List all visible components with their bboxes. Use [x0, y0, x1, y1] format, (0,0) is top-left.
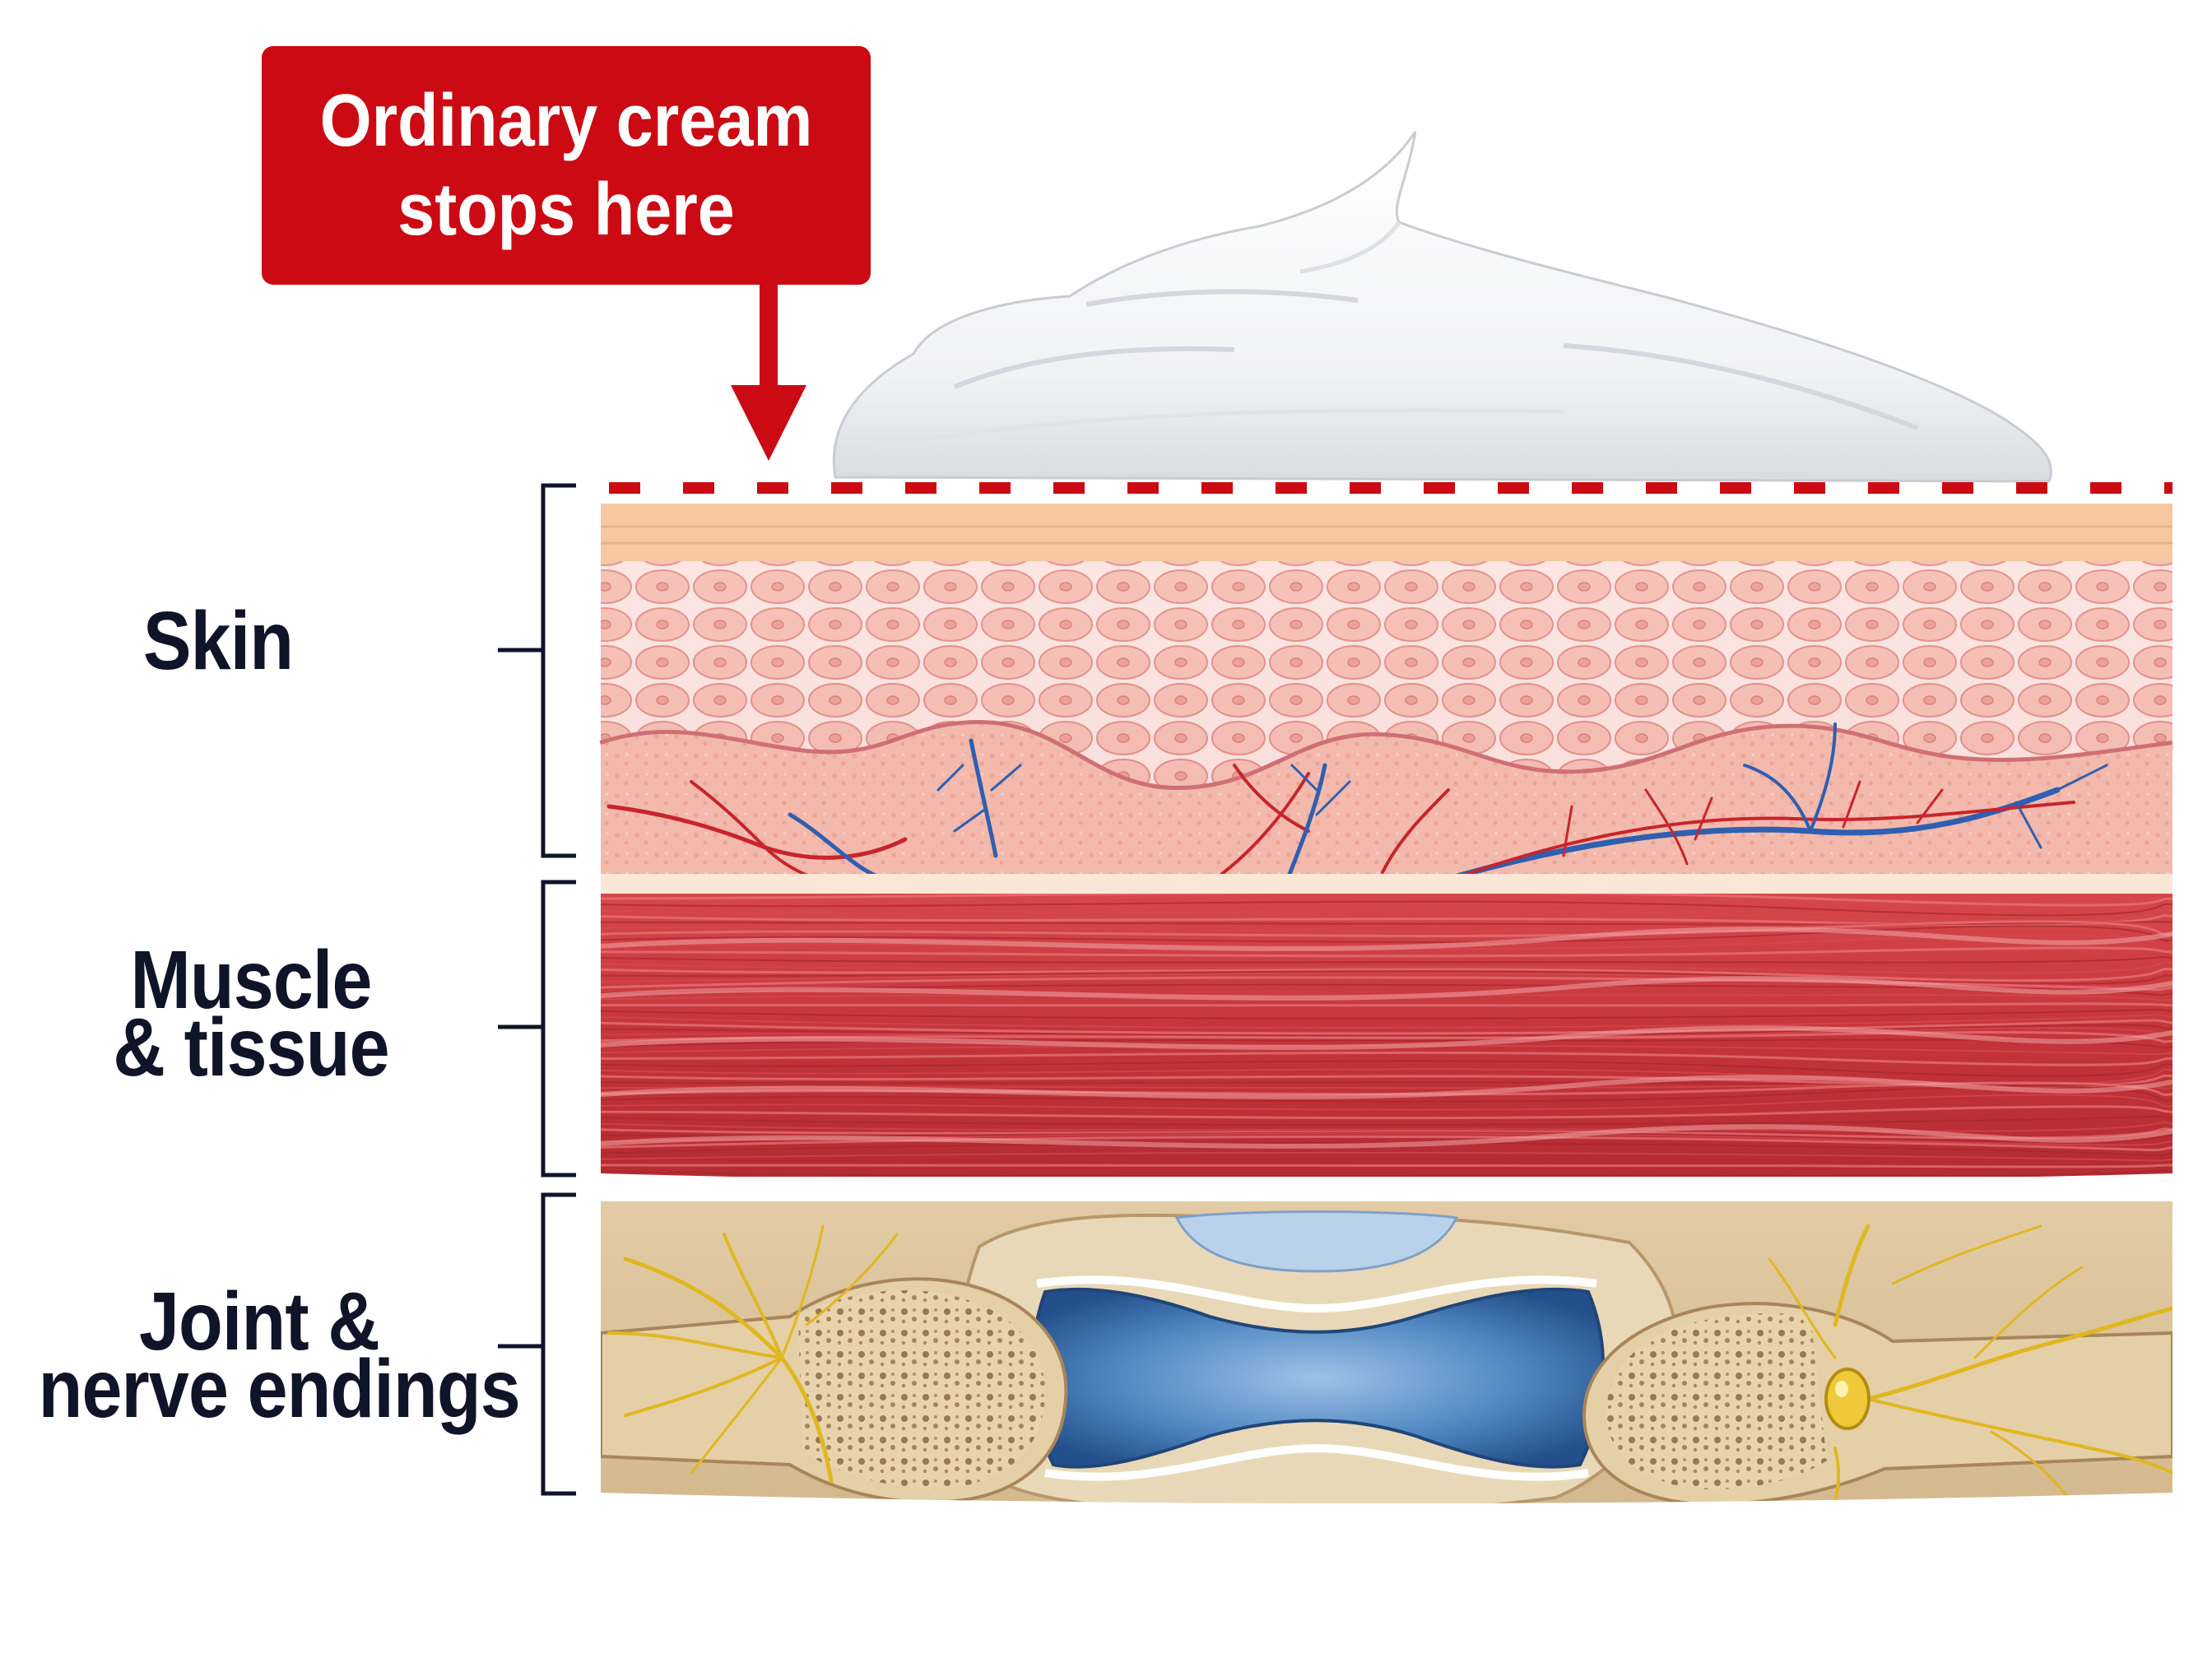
joint-nerve-label: Joint & nerve endings: [38, 1275, 521, 1435]
skin-bracket: [498, 483, 576, 858]
muscle-fiber: [601, 925, 2172, 943]
muscle-fiber: [601, 1068, 2172, 1085]
muscle-label-line-2: & tissue: [113, 1001, 389, 1094]
muscle-fiber: [601, 1074, 2172, 1089]
callout-line-1: Ordinary cream: [319, 80, 813, 162]
muscle-fiber: [601, 1027, 2172, 1038]
joint-bracket: [498, 1192, 576, 1496]
muscle-bundle-highlight: [601, 1124, 2172, 1149]
muscle-fiber: [601, 962, 2172, 974]
skin-label: Skin: [99, 595, 337, 687]
muscle-fiber: [601, 1008, 2172, 1020]
muscle-fiber: [601, 1044, 2172, 1056]
muscle-fiber: [601, 970, 2172, 985]
muscle-fiber: [601, 968, 2172, 982]
muscle-fiber: [601, 908, 2172, 923]
muscle-fiber: [601, 1131, 2172, 1143]
muscle-fiber: [601, 1115, 2172, 1126]
skin-label-text: Skin: [142, 595, 294, 687]
muscle-fiber: [601, 1094, 2172, 1111]
skin-band: [599, 504, 2173, 894]
muscle-fiber: [601, 1014, 2172, 1029]
muscle-tissue-label: Muscle & tissue: [81, 934, 421, 1094]
muscle-band: [601, 894, 2172, 1184]
callout-box: [262, 46, 871, 461]
muscle-fiber: [601, 1024, 2172, 1038]
muscle-fiber: [601, 946, 2172, 958]
muscle-fiber: [601, 994, 2172, 1001]
muscle-fiber: [601, 1169, 2172, 1178]
cream-dollop: [832, 131, 2052, 483]
muscle-fiber: [601, 1105, 2172, 1120]
muscle-fiber: [601, 1163, 2172, 1168]
muscle-fiber: [601, 900, 2172, 917]
muscle-fiber: [601, 955, 2172, 964]
muscle-fiber: [601, 1142, 2172, 1157]
muscle-bundle-highlight: [601, 976, 2172, 1001]
muscle-fiber: [601, 1151, 2172, 1162]
muscle-bundle-highlight: [601, 927, 2172, 951]
muscle-fiber: [601, 1060, 2172, 1077]
muscle-bundle-highlight: [601, 1025, 2172, 1050]
muscle-fiber: [601, 914, 2172, 927]
callout-line-2: stops here: [397, 169, 735, 251]
muscle-fiber: [601, 1085, 2172, 1103]
muscle-fiber: [601, 1051, 2172, 1066]
joint-label-line-2: nerve endings: [38, 1343, 521, 1435]
muscle-fiber: [601, 920, 2172, 932]
muscle-fiber: [601, 983, 2172, 996]
callout-text: Ordinary cream stops here: [292, 46, 840, 285]
muscle-fiber: [601, 934, 2172, 950]
muscle-fiber: [601, 1002, 2172, 1009]
joint-label-line-1: Joint &: [138, 1275, 380, 1368]
muscle-joint-gap: [601, 1177, 2172, 1201]
muscle-label-line-1: Muscle: [130, 934, 372, 1026]
muscle-fiber: [601, 894, 2172, 907]
muscle-bundle-highlight: [601, 1075, 2172, 1099]
muscle-bracket: [498, 880, 576, 1178]
joint-band: [601, 1201, 2172, 1503]
